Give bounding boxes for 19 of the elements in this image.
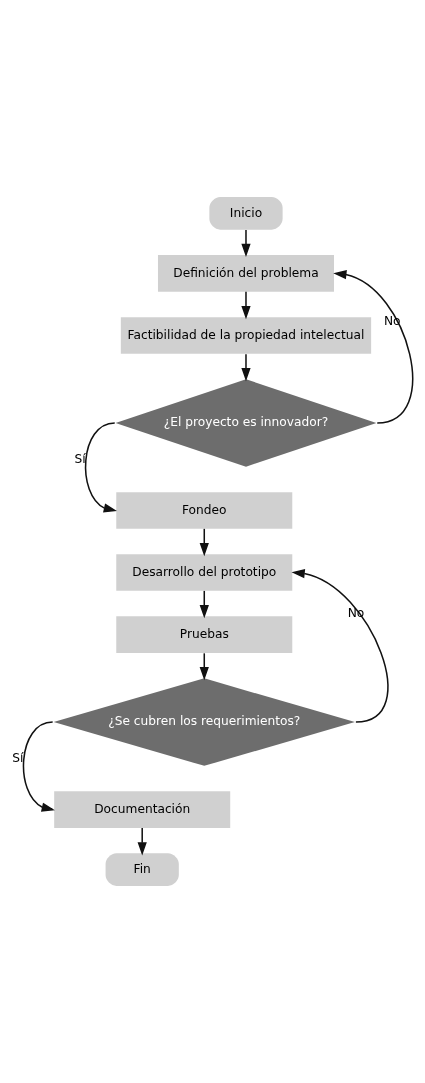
node-box: Fin	[105, 853, 179, 886]
node-box: Definición del problema	[157, 255, 334, 292]
node-box: Documentación	[54, 791, 231, 828]
node-box: Factibilidad de la propiedad intelectual	[120, 317, 372, 354]
edge-label: Sí	[74, 452, 86, 467]
arrow	[241, 229, 251, 258]
arrow	[241, 353, 251, 382]
node-box: Pruebas	[116, 616, 293, 653]
arrow	[291, 569, 389, 723]
arrow	[137, 827, 147, 856]
arrow	[84, 422, 117, 513]
node-box: Inicio	[209, 197, 283, 230]
arrow	[241, 291, 251, 320]
node-diamond: ¿Se cubren los requerimientos?	[53, 678, 355, 766]
arrow	[22, 721, 55, 812]
node-diamond: ¿El proyecto es innovador?	[115, 379, 377, 467]
node-box: Fondeo	[116, 492, 293, 529]
arrow	[333, 269, 414, 424]
node-box: Desarrollo del prototipo	[116, 554, 293, 591]
